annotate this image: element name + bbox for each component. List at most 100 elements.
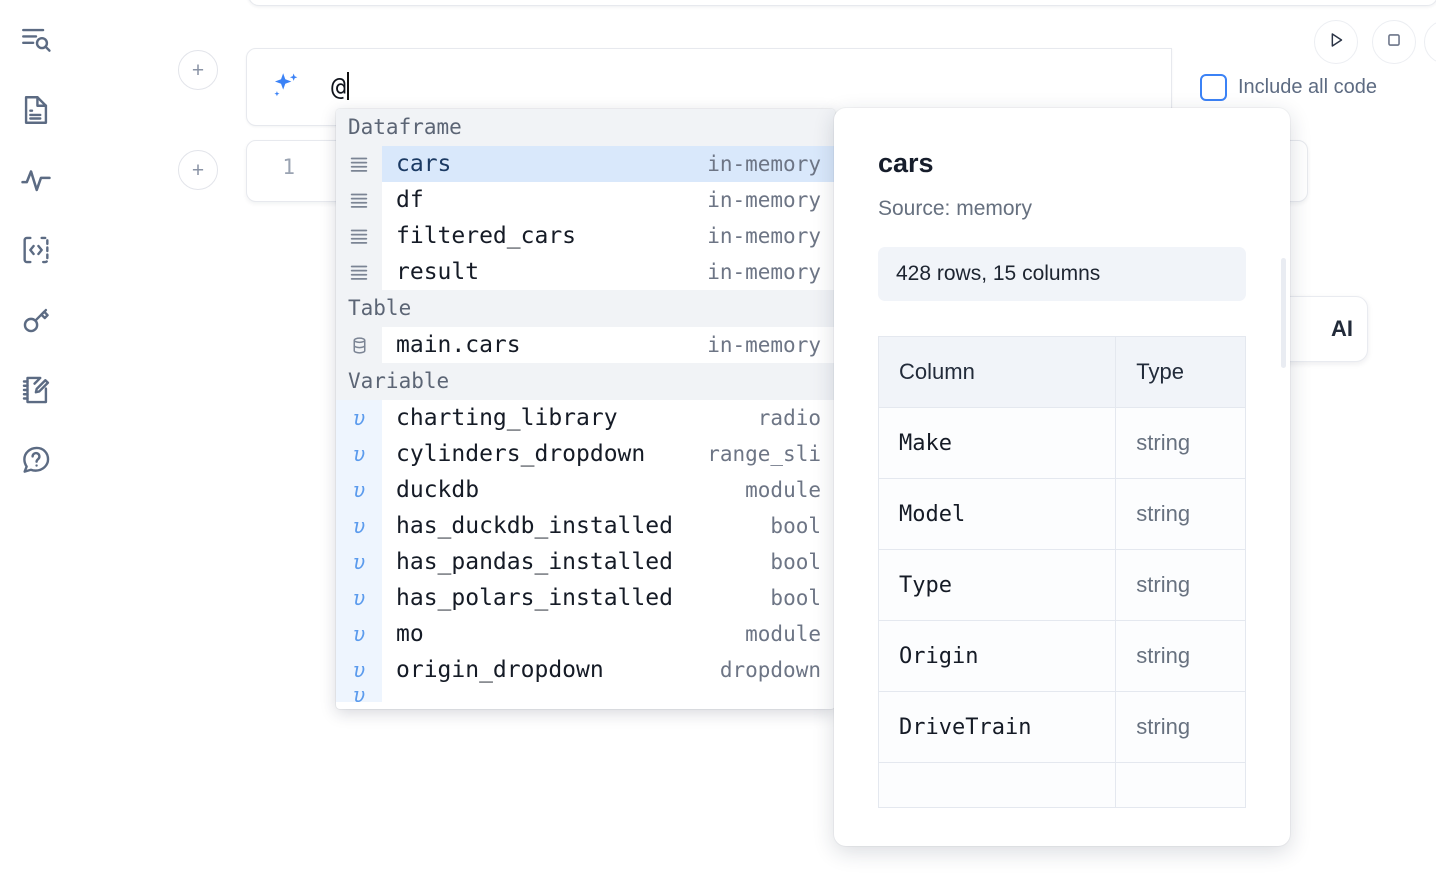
schema-column-name: Model <box>877 478 1117 550</box>
add-cell-below-button[interactable]: + <box>178 150 218 190</box>
autocomplete-group-header: Table <box>336 290 835 327</box>
schema-column-type: string <box>1115 478 1246 550</box>
schema-column-name: Type <box>877 549 1117 621</box>
autocomplete-item-label: duckdb <box>396 477 480 503</box>
code-braces-icon <box>19 233 53 267</box>
ai-prompt-value: @ <box>331 72 346 101</box>
sidebar-item-explore[interactable] <box>14 18 58 62</box>
sidebar-item-activity[interactable] <box>14 158 58 202</box>
dataframe-icon <box>336 146 382 182</box>
autocomplete-item-label: cars <box>396 151 452 177</box>
sidebar-item-snippets[interactable] <box>14 228 58 272</box>
variable-icon: υ <box>336 580 382 616</box>
schema-column-type: string <box>1115 620 1246 692</box>
dataframe-icon <box>336 218 382 254</box>
autocomplete-item[interactable]: υ <box>336 688 835 702</box>
sidebar <box>0 0 72 874</box>
sidebar-item-secrets[interactable] <box>14 298 58 342</box>
document-icon <box>19 93 53 127</box>
line-number: 1 <box>282 155 295 179</box>
autocomplete-item-label: filtered_cars <box>396 223 577 249</box>
autocomplete-item-type: radio <box>757 406 821 430</box>
variable-icon: υ <box>336 400 382 436</box>
stop-button[interactable] <box>1372 20 1416 64</box>
schema-type-header: Type <box>1115 336 1246 408</box>
info-panel-scrollbar[interactable] <box>1281 258 1286 368</box>
autocomplete-group-header: Variable <box>336 363 835 400</box>
schema-table-header-row: Column Type <box>877 336 1246 408</box>
autocomplete-item[interactable]: υ charting_library radio <box>336 400 835 436</box>
include-all-code-label: Include all code <box>1238 76 1377 98</box>
autocomplete-item-label: mo <box>396 621 424 647</box>
search-list-icon <box>19 23 53 57</box>
more-actions-button[interactable] <box>1424 20 1436 64</box>
autocomplete-item-body: duckdb module <box>382 472 835 508</box>
autocomplete-item-type: in-memory <box>707 224 821 248</box>
autocomplete-item-type: bool <box>770 514 821 538</box>
activity-icon <box>19 163 53 197</box>
autocomplete-item-type: dropdown <box>719 658 821 682</box>
ai-prompt-input[interactable]: @ <box>331 69 1131 105</box>
variable-icon: υ <box>336 508 382 544</box>
dataframe-icon <box>336 182 382 218</box>
add-cell-above-button[interactable]: + <box>178 50 218 90</box>
run-button[interactable] <box>1314 20 1358 64</box>
autocomplete-item-label: cylinders_dropdown <box>396 441 646 467</box>
autocomplete-item-body: filtered_cars in-memory <box>382 218 835 254</box>
autocomplete-item-type: module <box>745 478 821 502</box>
database-icon <box>336 327 382 363</box>
autocomplete-item-body: has_pandas_installed bool <box>382 544 835 580</box>
autocomplete-item-type: module <box>745 622 821 646</box>
sidebar-item-documentation[interactable] <box>14 88 58 132</box>
notebook-pen-icon <box>19 373 53 407</box>
dataframe-icon <box>336 254 382 290</box>
autocomplete-item-label: charting_library <box>396 405 618 431</box>
autocomplete-item-type: in-memory <box>707 188 821 212</box>
sidebar-item-scratchpad[interactable] <box>14 368 58 412</box>
plus-icon: + <box>191 158 205 182</box>
autocomplete-item-body: charting_library radio <box>382 400 835 436</box>
schema-column-type: string <box>1115 691 1246 763</box>
sidebar-item-help[interactable] <box>14 438 58 482</box>
autocomplete-item[interactable]: cars in-memory <box>336 146 835 182</box>
autocomplete-item-body: mo module <box>382 616 835 652</box>
ai-chip-label: AI <box>1331 316 1353 341</box>
stop-icon <box>1383 29 1405 56</box>
schema-column-type: string <box>1115 407 1246 479</box>
autocomplete-item-body: origin_dropdown dropdown <box>382 652 835 688</box>
autocomplete-item-label: has_pandas_installed <box>396 549 673 575</box>
autocomplete-item-type: in-memory <box>707 152 821 176</box>
include-all-code-row[interactable]: Include all code <box>1200 74 1377 101</box>
variable-icon: υ <box>336 616 382 652</box>
text-caret <box>346 72 349 100</box>
autocomplete-item-type: in-memory <box>707 260 821 284</box>
autocomplete-item-body <box>382 688 835 702</box>
schema-column-name <box>877 762 1117 808</box>
variable-icon: υ <box>336 688 382 702</box>
autocomplete-item-type: bool <box>770 550 821 574</box>
autocomplete-item-type: range_sli <box>707 442 821 466</box>
schema-column-type <box>1115 762 1246 808</box>
variable-icon: υ <box>336 472 382 508</box>
autocomplete-item-label: has_polars_installed <box>396 585 673 611</box>
include-all-code-checkbox[interactable] <box>1200 74 1227 101</box>
info-panel-shape: 428 rows, 15 columns <box>878 247 1246 301</box>
autocomplete-item[interactable]: filtered_cars in-memory <box>336 218 835 254</box>
autocomplete-item-label: origin_dropdown <box>396 657 604 683</box>
